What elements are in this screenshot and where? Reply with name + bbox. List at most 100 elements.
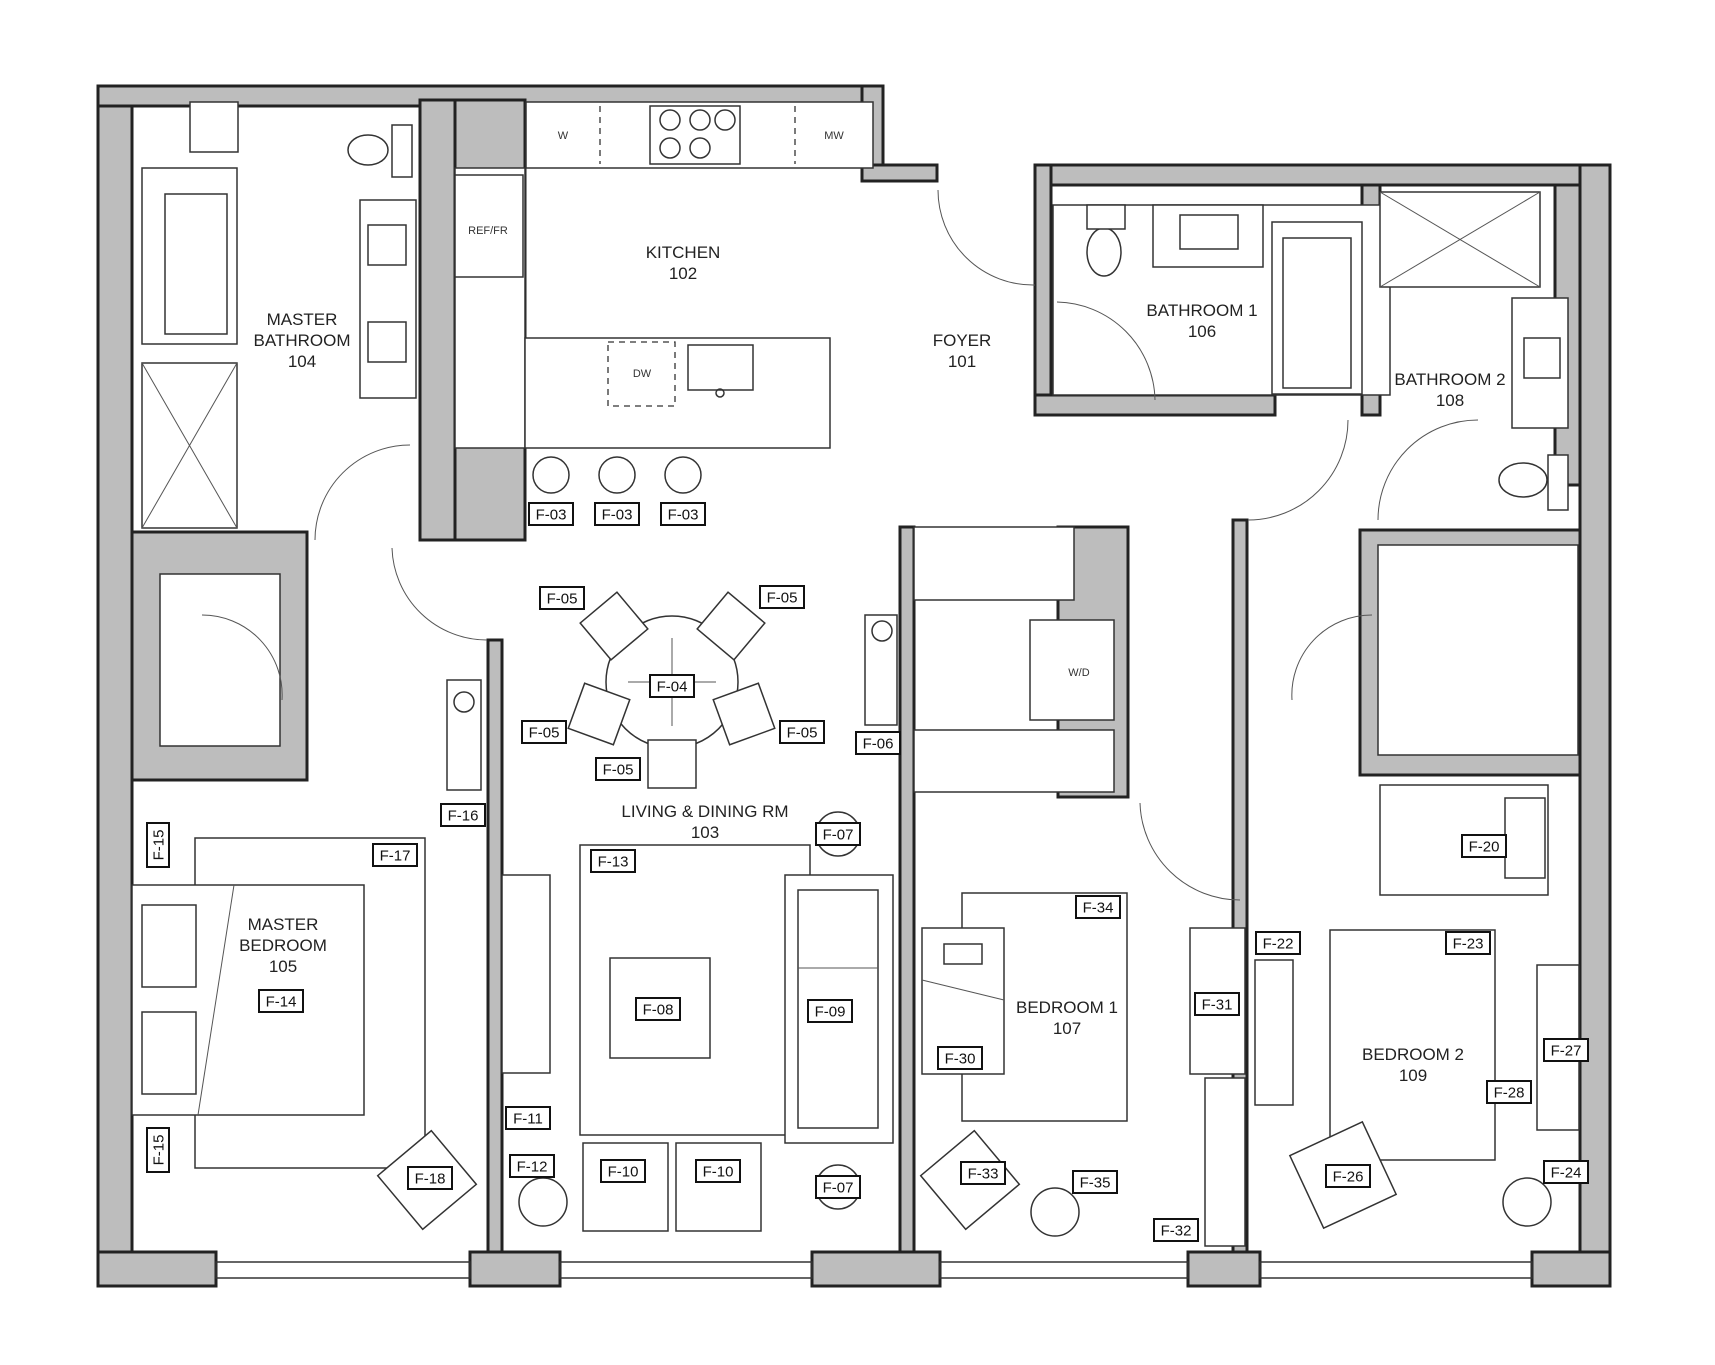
- furniture-tag: F-05: [521, 720, 567, 744]
- furniture-tag-box: [807, 999, 853, 1023]
- furniture-tag-box: [407, 1166, 453, 1190]
- furniture-tag-box: [528, 502, 574, 526]
- furniture-tag-label: F-12: [517, 1159, 548, 1176]
- furniture-tag-box: [815, 822, 861, 846]
- furniture-tag: F-04: [649, 674, 695, 698]
- furniture-tag-label: F-34: [1083, 900, 1114, 917]
- furniture-tag: F-11: [505, 1106, 551, 1130]
- svg-text:102: 102: [669, 264, 697, 283]
- svg-text:BEDROOM: BEDROOM: [239, 936, 327, 955]
- furniture-tag-label: F-24: [1551, 1165, 1582, 1182]
- interior-walls: [130, 98, 1582, 1254]
- furniture-tag: F-22: [1255, 931, 1301, 955]
- furniture-tag: F-17: [372, 843, 418, 867]
- svg-text:109: 109: [1399, 1066, 1427, 1085]
- room-master-bathroom: MASTER BATHROOM 104: [254, 310, 351, 371]
- furniture-tag-label: F-05: [603, 762, 634, 779]
- furniture-tag-box: [815, 1175, 861, 1199]
- furniture-tag-label: F-20: [1469, 839, 1500, 856]
- furniture-tag-box: [595, 757, 641, 781]
- appliance-dishwasher: DW: [633, 368, 652, 380]
- svg-text:FOYER: FOYER: [933, 331, 992, 350]
- furniture-tag-box: [258, 989, 304, 1013]
- furniture-tag-box: [695, 1159, 741, 1183]
- svg-text:101: 101: [948, 352, 976, 371]
- furniture-tag-box: [440, 803, 486, 827]
- furniture-tag-label: F-27: [1551, 1043, 1582, 1060]
- doors: [201, 189, 1479, 901]
- furniture-tag-box: [1072, 1170, 1118, 1194]
- bedroom2-furniture: [1254, 784, 1580, 1230]
- furniture-tag: F-07: [815, 822, 861, 846]
- furniture-tag: F-18: [407, 1166, 453, 1190]
- furniture-tag: F-05: [595, 757, 641, 781]
- appliance-ref-fr: REF/FR: [468, 225, 508, 237]
- kitchen-fixtures: [454, 101, 874, 494]
- svg-text:BATHROOM 1: BATHROOM 1: [1146, 301, 1257, 320]
- furniture-tag: F-20: [1461, 834, 1507, 858]
- furniture-tag-label: F-28: [1494, 1085, 1525, 1102]
- furniture-tag-box: [590, 849, 636, 873]
- furniture-tag-label: F-23: [1453, 936, 1484, 953]
- furniture-tag-label: F-31: [1202, 997, 1233, 1014]
- furniture-tag: F-13: [590, 849, 636, 873]
- furniture-tag-label: F-04: [657, 679, 688, 696]
- furniture-tag-label: F-07: [823, 827, 854, 844]
- furniture-tag: F-34: [1075, 895, 1121, 919]
- windows: [215, 1261, 1533, 1279]
- furniture-tag: F-30: [937, 1046, 983, 1070]
- furniture-tag-box: [509, 1154, 555, 1178]
- bath2-fixtures: [1379, 191, 1569, 511]
- furniture-tag: F-06: [855, 731, 901, 755]
- furniture-tag: F-15: [146, 822, 170, 868]
- furniture-tag-box: [1255, 931, 1301, 955]
- furniture-tag-label: F-08: [643, 1002, 674, 1019]
- furniture-tag-label: F-10: [608, 1164, 639, 1181]
- furniture-tag-label: F-06: [863, 736, 894, 753]
- svg-text:108: 108: [1436, 391, 1464, 410]
- furniture-tag-label: F-17: [380, 848, 411, 865]
- furniture-tag-box: [937, 1046, 983, 1070]
- furniture-tag-label: F-15: [151, 1135, 168, 1166]
- furniture-tag-label: F-03: [602, 507, 633, 524]
- furniture-tag: F-32: [1153, 1218, 1199, 1242]
- svg-text:BEDROOM 1: BEDROOM 1: [1016, 998, 1118, 1017]
- furniture-tag: F-12: [509, 1154, 555, 1178]
- furniture-tag: F-15: [146, 1127, 170, 1173]
- furniture-tag: F-10: [695, 1159, 741, 1183]
- furniture-tag-box: [635, 997, 681, 1021]
- furniture-tag-box: [1461, 834, 1507, 858]
- svg-text:BATHROOM 2: BATHROOM 2: [1394, 370, 1505, 389]
- svg-text:103: 103: [691, 823, 719, 842]
- furniture-tag-box: [146, 1127, 170, 1173]
- furniture-tag-box: [1486, 1080, 1532, 1104]
- furniture-tag-label: F-22: [1263, 936, 1294, 953]
- furniture-tag-label: F-32: [1161, 1223, 1192, 1240]
- furniture-tag-label: F-07: [823, 1180, 854, 1197]
- room-labels: KITCHEN 102 FOYER 101 BATHROOM 1 106 BAT…: [239, 243, 1505, 1085]
- furniture-tag-box: [1153, 1218, 1199, 1242]
- furniture-tag-label: F-03: [536, 507, 567, 524]
- furniture-tag-box: [600, 1159, 646, 1183]
- room-bathroom-2: BATHROOM 2 108: [1394, 370, 1505, 410]
- furniture-tag-label: F-03: [668, 507, 699, 524]
- furniture-tag-box: [779, 720, 825, 744]
- svg-text:106: 106: [1188, 322, 1216, 341]
- furniture-tag-box: [1543, 1160, 1589, 1184]
- furniture-tag-box: [660, 502, 706, 526]
- furniture-tag-label: F-33: [968, 1166, 999, 1183]
- furniture-tag: F-07: [815, 1175, 861, 1199]
- furniture-tag-label: F-16: [448, 808, 479, 825]
- furniture-tag: F-05: [539, 586, 585, 610]
- furniture-tag-box: [1075, 895, 1121, 919]
- furniture-tag-label: F-15: [151, 830, 168, 861]
- furniture-tag: F-24: [1543, 1160, 1589, 1184]
- furniture-tag-label: F-26: [1333, 1169, 1364, 1186]
- svg-text:BEDROOM 2: BEDROOM 2: [1362, 1045, 1464, 1064]
- furniture-tag-label: F-05: [787, 725, 818, 742]
- furniture-tag-label: F-18: [415, 1171, 446, 1188]
- furniture-tag-box: [146, 822, 170, 868]
- furniture-tag-box: [649, 674, 695, 698]
